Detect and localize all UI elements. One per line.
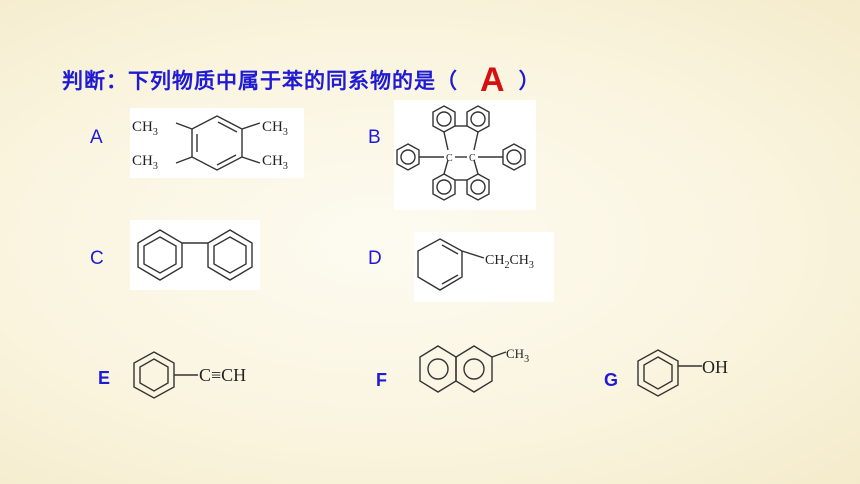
option-a-label: A <box>90 127 103 148</box>
methylnaphthalene-diagram: CH3 <box>419 345 529 393</box>
biphenyl-diagram <box>137 229 253 281</box>
question-text: 判断：下列物质中属于苯的同系物的是（ <box>62 70 458 93</box>
methyl-group: CH3 <box>262 153 288 172</box>
tetramethylbenzene-diagram: CH3 CH3 CH3 CH3 <box>132 115 288 172</box>
hydroxyl-group: OH <box>702 357 728 377</box>
tetraphenyl-diagram: C C <box>396 105 526 201</box>
methyl-group: CH3 <box>132 153 158 172</box>
option-f-structure: CH3 <box>414 340 538 400</box>
methyl-group: CH3 <box>506 346 529 365</box>
option-d-label: D <box>368 248 382 269</box>
option-g-structure: OH <box>630 344 740 404</box>
carbon-atom: C <box>446 153 453 164</box>
phenylacetylene-diagram: C≡CH <box>133 351 246 399</box>
option-e-label: E <box>98 368 111 388</box>
question-close-paren: ） <box>518 70 540 93</box>
phenol-diagram: OH <box>637 349 728 397</box>
option-g-label: G <box>604 370 619 390</box>
answer-letter: A <box>480 60 505 99</box>
option-f-label: F <box>376 370 387 390</box>
option-a-structure: CH3 CH3 CH3 CH3 <box>130 108 304 178</box>
ethynyl-group: C≡CH <box>199 365 246 385</box>
question-line: 判断：下列物质中属于苯的同系物的是（ A ） <box>62 60 540 99</box>
option-b-structure: C C <box>394 100 536 210</box>
option-c-structure <box>130 220 260 290</box>
methyl-group: CH3 <box>132 119 158 138</box>
option-d-structure: CH2CH3 <box>414 232 554 302</box>
methyl-group: CH3 <box>262 119 288 138</box>
option-e-structure: C≡CH <box>126 346 276 406</box>
option-b-label: B <box>368 127 381 148</box>
option-c-label: C <box>90 248 104 269</box>
carbon-atom: C <box>469 153 476 164</box>
ethylcyclohexadiene-diagram: CH2CH3 <box>417 238 534 291</box>
ethyl-group: CH2CH3 <box>485 253 534 271</box>
